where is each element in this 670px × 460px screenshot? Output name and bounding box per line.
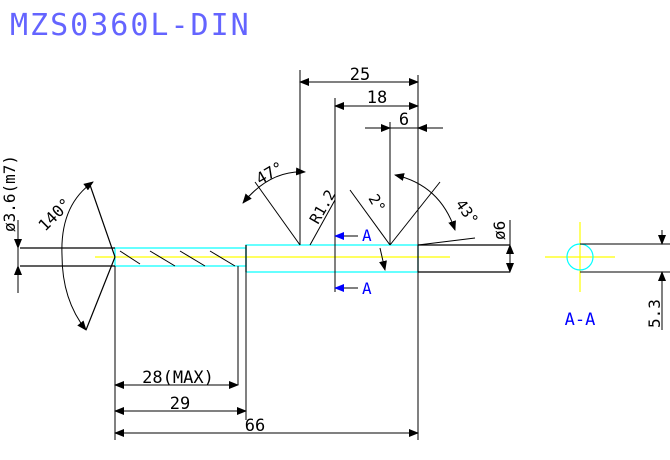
section-markers — [334, 228, 358, 292]
dim-18-label: 18 — [367, 88, 387, 108]
section-view — [566, 230, 670, 330]
section-marker-top: A — [362, 226, 372, 245]
angle-47-leg — [254, 181, 301, 246]
flute-hatching — [119, 250, 236, 267]
dimension-labels: 66 29 28(MAX) 25 18 6 ø3.6(m7) ø6 5.3 14… — [0, 65, 664, 436]
angle-140-arc — [61, 181, 94, 331]
angle-43-arc — [394, 173, 456, 231]
radius-leader — [309, 199, 336, 246]
angle-140-label: 140° — [34, 194, 75, 235]
tool-outline — [114, 244, 419, 273]
angle-2-leg — [349, 189, 391, 246]
angle-47-arc — [242, 167, 306, 204]
section-marker-bottom: A — [362, 279, 372, 298]
flat-height-label: 5.3 — [645, 299, 664, 328]
dimension-lines — [114, 78, 443, 437]
angle-construction — [61, 167, 476, 331]
diameter-left-label: ø3.6(m7) — [0, 155, 19, 232]
dim-28max-label: 28(MAX) — [142, 368, 214, 388]
drawing-title: MZS0360L-DIN — [10, 8, 251, 43]
shank-outline — [245, 244, 419, 273]
part-edges — [20, 184, 510, 331]
radius-label: R1.2 — [306, 187, 340, 227]
dim-25-label: 25 — [350, 65, 370, 85]
section-view-label: A-A — [565, 310, 596, 330]
diameter-right-label: ø6 — [490, 221, 509, 240]
angle-47-label: 47° — [253, 158, 288, 189]
section-labels: A A A-A — [362, 226, 595, 330]
dim-66-label: 66 — [245, 416, 265, 436]
dim-29-label: 29 — [170, 394, 190, 414]
angle-2-label: 2° — [365, 191, 390, 216]
centerlines — [95, 222, 615, 292]
diameter-dims — [14, 220, 514, 293]
dim-6-label: 6 — [399, 110, 409, 130]
angle-43-label: 43° — [452, 196, 482, 229]
